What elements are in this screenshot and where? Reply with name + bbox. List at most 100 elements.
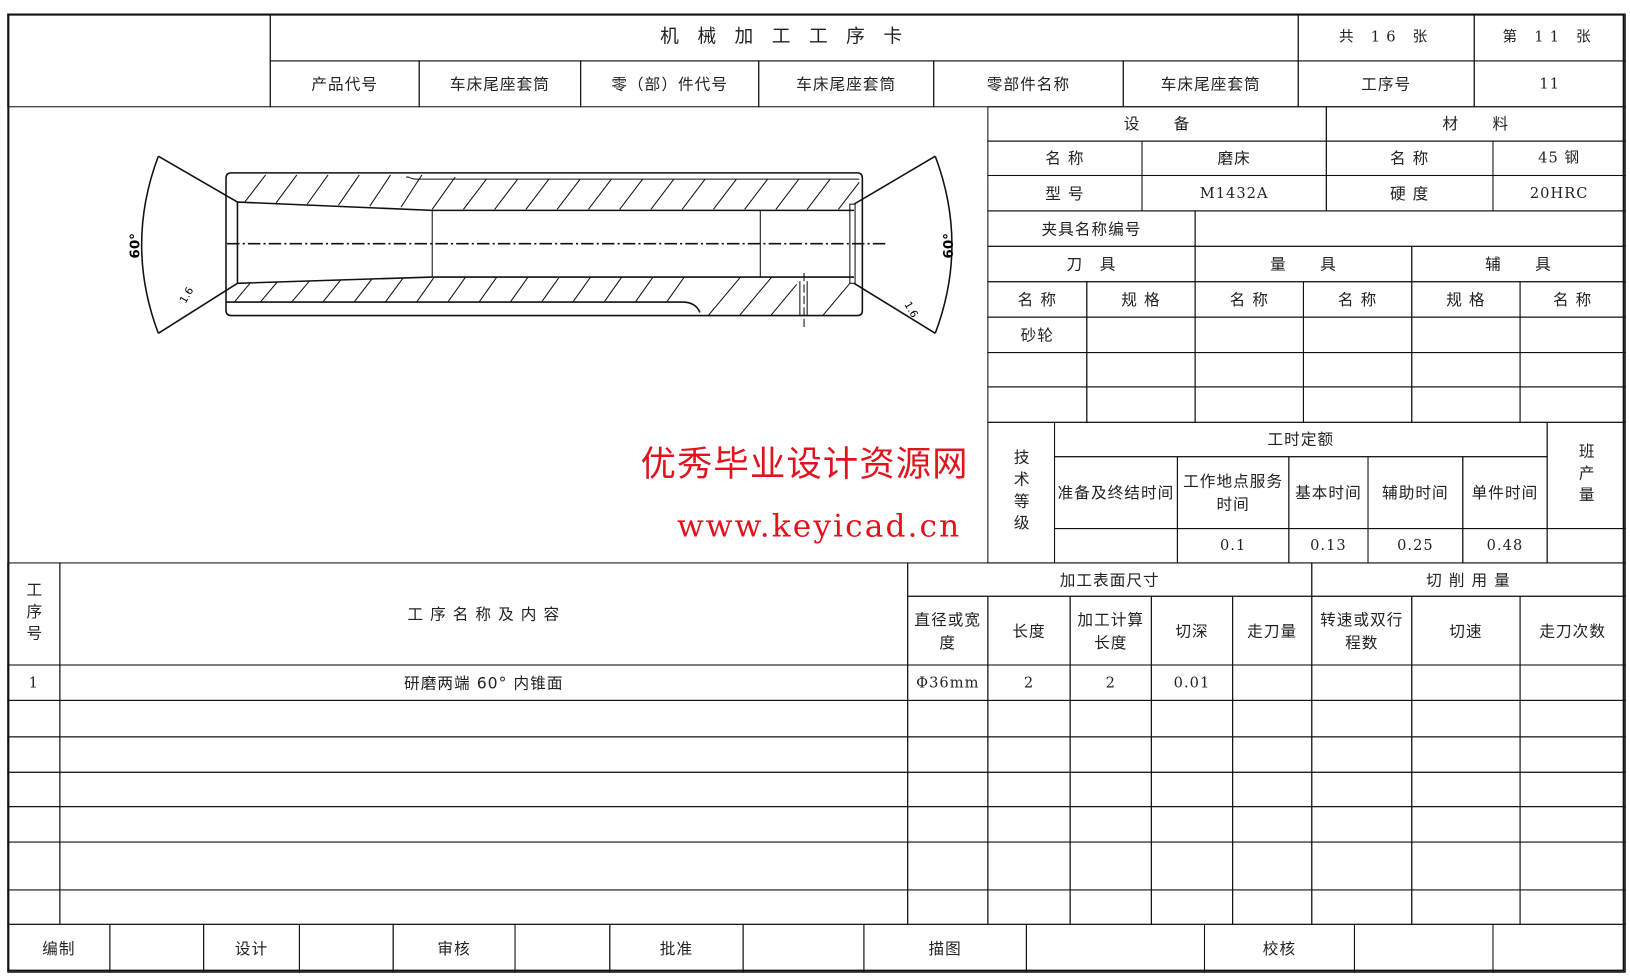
operation-cell	[987, 806, 1071, 843]
footer-cell	[1025, 923, 1206, 973]
tool-cell	[1302, 316, 1413, 354]
time-value: 0.48	[1462, 528, 1548, 564]
operation-cell	[1311, 664, 1413, 701]
material-hardness: 20HRC	[1492, 174, 1626, 212]
operation-cell	[1519, 771, 1626, 808]
tool-cell	[1194, 352, 1304, 388]
tech-grade-label: 技术等级	[987, 421, 1056, 564]
operation-col-header: 加工计算长度	[1069, 595, 1152, 666]
part-name: 车床尾座套筒	[1122, 60, 1299, 108]
time-header: 基本时间	[1288, 456, 1369, 530]
operation-col-header: 走刀量	[1232, 595, 1313, 666]
operation-cell	[7, 699, 61, 738]
bore-top	[237, 201, 855, 212]
operation-cell	[1311, 771, 1413, 808]
equipment-model: M1432A	[1141, 174, 1327, 212]
part-name-label: 零部件名称	[933, 60, 1124, 108]
operation-cell	[1232, 664, 1313, 701]
tool-cell: 砂轮	[987, 316, 1088, 354]
tool-col-header: 名 称	[987, 281, 1088, 318]
footer-cell	[298, 923, 394, 973]
operation-cell: 0.01	[1150, 664, 1234, 701]
angle-dimension-right	[853, 155, 953, 334]
time-header: 单件时间	[1462, 456, 1548, 530]
cutting-label: 切 削 用 量	[1311, 562, 1626, 597]
time-header: 辅助时间	[1367, 456, 1464, 530]
operation-cell	[987, 841, 1071, 891]
card-frame	[7, 13, 1625, 972]
part-drawing: 60° 60° 1.6 1.6	[128, 155, 957, 334]
operation-cell	[1232, 699, 1313, 738]
operation-cell	[59, 806, 909, 843]
tool-cell	[1302, 352, 1413, 388]
sheet-number: 第 11 张	[1473, 13, 1626, 62]
measuring-tool-header: 量 具	[1194, 245, 1413, 283]
time-value: 0.13	[1288, 528, 1369, 564]
operation-cell	[1232, 771, 1313, 808]
tool-cell	[1519, 352, 1626, 388]
operation-col-header: 转速或双行程数	[1311, 595, 1413, 666]
operation-cell	[1411, 699, 1521, 738]
tool-cell	[1086, 352, 1196, 388]
operation-col-header: 长度	[987, 595, 1071, 666]
time-header: 工作地点服务时间	[1176, 456, 1290, 530]
step-no-label: 工序号	[7, 562, 61, 666]
operation-cell: 2	[987, 664, 1071, 701]
operation-cell	[59, 771, 909, 808]
operation-cell: 2	[1069, 664, 1152, 701]
operation-cell	[7, 736, 61, 773]
operation-cell	[907, 699, 989, 738]
tool-cell	[1086, 316, 1196, 354]
tool-cell	[1302, 386, 1413, 423]
process-no-label: 工序号	[1297, 60, 1475, 108]
operation-cell	[1069, 806, 1152, 843]
operation-cell	[1150, 889, 1234, 925]
card-title: 机 械 加 工 工 序 卡	[269, 13, 1299, 62]
material-hardness-label: 硬 度	[1325, 174, 1494, 212]
process-no: 11	[1473, 60, 1626, 108]
operation-cell	[907, 736, 989, 773]
footer-cell	[1353, 923, 1494, 973]
operation-cell	[1411, 736, 1521, 773]
operation-cell	[1411, 841, 1521, 891]
operation-cell	[987, 699, 1071, 738]
operation-cell	[907, 841, 989, 891]
operation-cell	[987, 736, 1071, 773]
operation-cell	[1311, 699, 1413, 738]
operation-cell	[1069, 771, 1152, 808]
operation-cell	[987, 889, 1071, 925]
tool-cell	[1519, 316, 1626, 354]
operation-cell	[59, 841, 909, 891]
watermark-name: 优秀毕业设计资源网	[640, 443, 969, 486]
time-value: 0.25	[1367, 528, 1464, 564]
angle-label-right: 60°	[941, 233, 957, 259]
logo-blank	[7, 13, 271, 108]
operation-cell	[907, 806, 989, 843]
time-quota-title: 工时定额	[1053, 421, 1548, 458]
operation-cell	[1519, 889, 1626, 925]
roughness-label-right: 1.6	[901, 300, 920, 320]
operation-cell	[1519, 806, 1626, 843]
angle-dimension-left	[140, 155, 238, 334]
tool-cell	[1194, 386, 1304, 423]
equipment-model-label: 型 号	[987, 174, 1143, 212]
tool-col-header: 名 称	[1519, 281, 1626, 318]
auxiliary-tool-header: 辅 具	[1411, 245, 1626, 283]
footer-cell	[514, 923, 611, 973]
material-name-label: 名 称	[1325, 140, 1494, 177]
footer-cell: 审核	[392, 923, 516, 973]
operation-cell	[1232, 736, 1313, 773]
operation-cell	[1150, 736, 1234, 773]
operation-cell	[1311, 889, 1413, 925]
operation-cell	[7, 806, 61, 843]
tool-cell	[987, 352, 1088, 388]
operation-cell	[1150, 771, 1234, 808]
tool-col-header: 名 称	[1194, 281, 1304, 318]
fixture-label: 夹具名称编号	[987, 210, 1196, 247]
operation-cell	[1411, 771, 1521, 808]
operation-cell	[1519, 736, 1626, 773]
operation-cell: Φ36mm	[907, 664, 989, 701]
operation-cell	[1232, 841, 1313, 891]
bore-bottom	[237, 276, 855, 285]
